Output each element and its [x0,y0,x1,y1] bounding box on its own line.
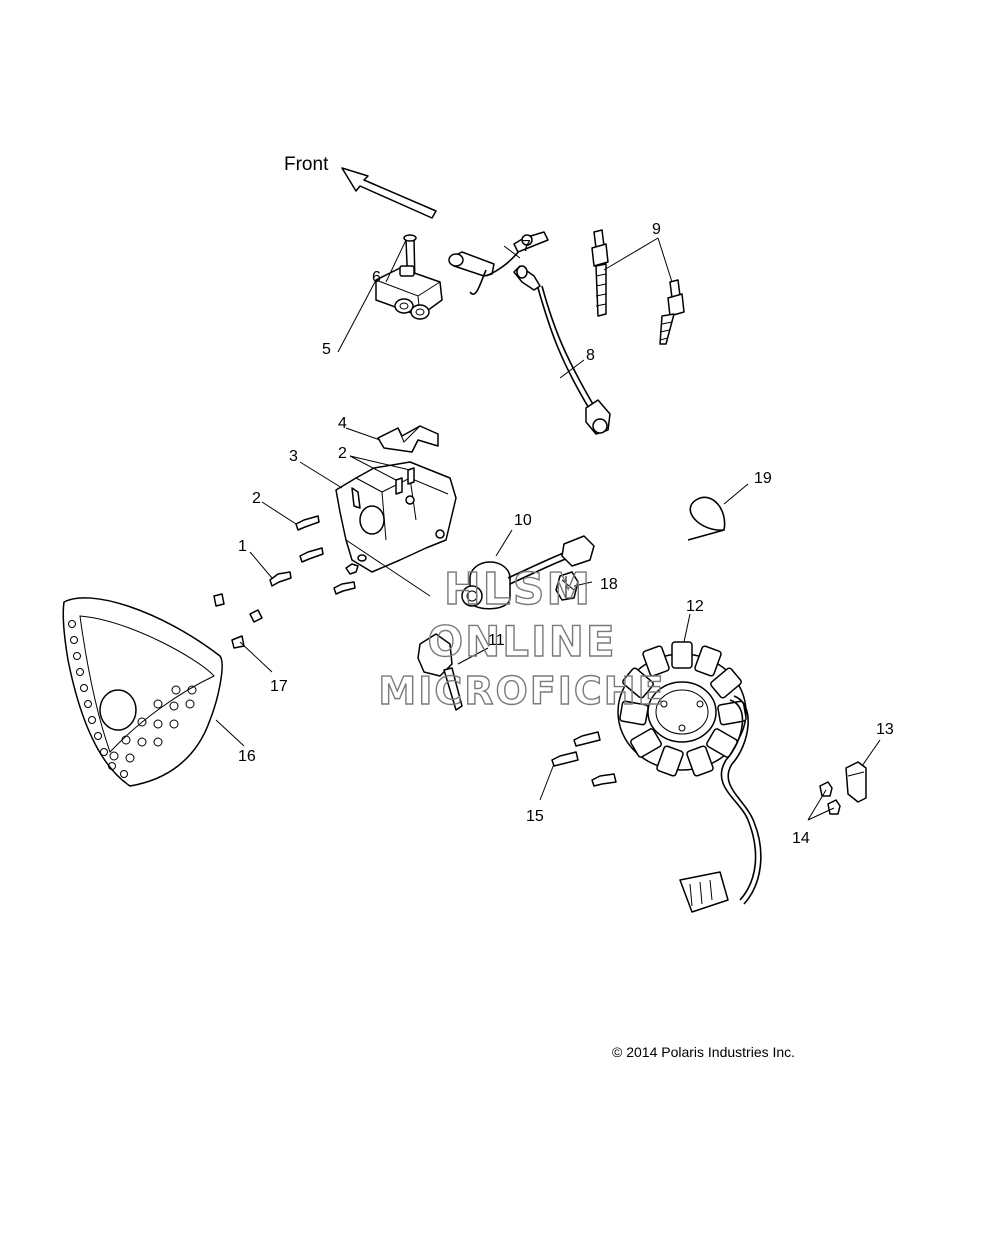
callout-13: 13 [876,721,894,738]
part-13-clamp[interactable] [845,761,867,803]
part-1-bolt[interactable] [269,571,292,587]
watermark-line-2: ONLINE [427,617,616,666]
part-18-retainer[interactable] [555,571,579,601]
front-direction-label: Front [284,154,329,175]
callout-7: 7 [522,238,531,255]
callout-3: 3 [289,448,298,465]
callout-1: 1 [238,538,247,555]
watermark-line-1: HLSM [444,564,592,615]
callout-6: 6 [372,269,381,286]
part-14-screws[interactable] [819,781,841,815]
callout-2b: 2 [338,445,347,462]
part-15-screws[interactable] [551,731,617,787]
part-19-cable-tie[interactable] [687,496,726,541]
part-17-clips[interactable] [213,593,263,649]
part-16-cover[interactable] [62,597,223,787]
callout-labels: 1 2 2 3 4 5 6 7 8 9 10 11 12 13 14 15 16… [238,221,894,847]
callout-9: 9 [652,221,661,238]
leader-lines [215,237,881,821]
watermark: HLSM ONLINE MICROFICHE [378,563,665,713]
callout-12: 12 [686,598,704,615]
copyright-text: © 2014 Polaris Industries Inc. [612,1044,795,1060]
part-9-spark-plugs[interactable] [591,229,685,345]
callout-5: 5 [322,341,331,358]
part-7-spark-plug-wire[interactable] [448,231,549,295]
part-11-key[interactable] [417,633,463,711]
callout-8: 8 [586,347,595,364]
part-8-spark-plug-wire[interactable] [513,265,611,435]
part-10-ignition-switch[interactable] [461,535,595,610]
cover-vent-holes [68,620,197,778]
callout-17: 17 [270,678,288,695]
callout-14: 14 [792,830,810,847]
callout-4: 4 [338,415,347,432]
callout-10: 10 [514,512,532,529]
part-12-stator[interactable] [617,641,762,913]
part-5-ignition-coil[interactable] [375,265,443,320]
part-2-fasteners[interactable] [295,467,415,595]
callout-2a: 2 [252,490,261,507]
watermark-line-3: MICROFICHE [378,669,665,713]
part-3-mounting-plate[interactable] [335,461,457,597]
part-4-bracket[interactable] [377,425,439,453]
front-arrow-icon [341,167,437,219]
callout-15: 15 [526,808,544,825]
callout-19: 19 [754,470,772,487]
callout-16: 16 [238,748,256,765]
callout-11: 11 [488,632,505,649]
callout-18: 18 [600,576,618,593]
